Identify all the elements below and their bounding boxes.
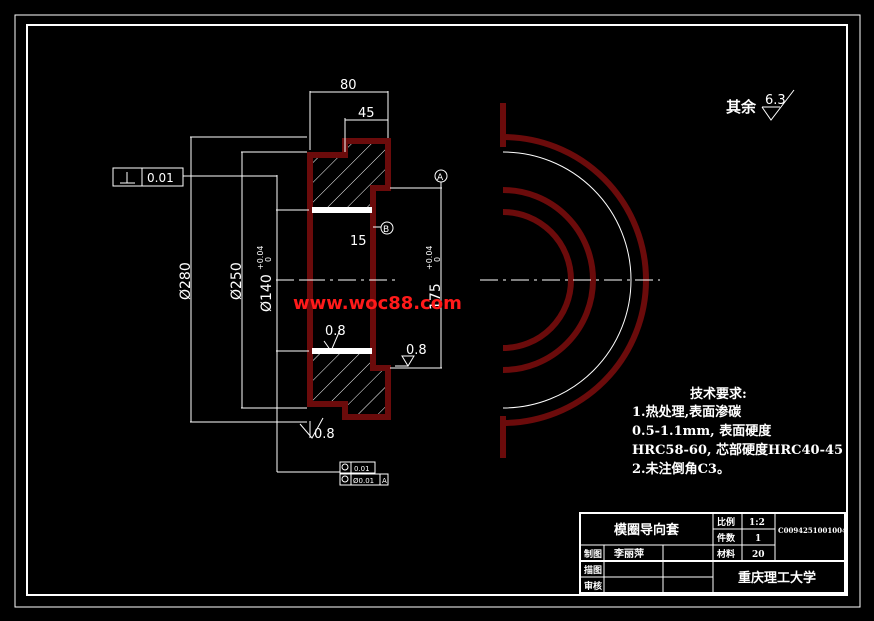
roughness-bore: 0.8	[325, 324, 346, 339]
datum-b: B	[383, 225, 389, 235]
half-view-inner-arc	[502, 151, 632, 409]
drawing-number: C0094251001004	[778, 526, 847, 535]
qty-value: 1	[755, 534, 761, 544]
dim-15: 15	[350, 234, 367, 249]
scale-value: 1:2	[749, 518, 765, 528]
bottom-frame-1-value: 0.01	[354, 465, 370, 473]
tech-line-2: 0.5-1.1mm, 表面硬度	[632, 423, 772, 439]
tech-line-4: 2.未注倒角C3。	[632, 461, 730, 477]
roughness-general-label: 其余	[726, 98, 757, 116]
dim-dia-140-tol: +0.04	[256, 245, 265, 270]
part-name: 模圈导向套	[614, 522, 680, 538]
check-label: 审核	[584, 580, 602, 592]
dim-80: 80	[340, 78, 357, 93]
bottom-frame-2	[339, 473, 389, 486]
dim-dia-280: Ø280	[178, 262, 194, 300]
inner-border	[26, 24, 848, 596]
tech-requirements: 技术要求: 1.热处理,表面渗碳 0.5-1.1mm, 表面硬度 HRC58-6…	[632, 386, 843, 477]
qty-label: 件数	[717, 532, 736, 544]
section-view: 80 45 Ø280 Ø250 Ø140 +0.04 0 175 +0.04 0…	[112, 78, 448, 486]
roughness-bottom: 0.8	[314, 427, 335, 442]
outer-border	[14, 14, 861, 608]
material-value: 20	[752, 550, 765, 560]
material-label: 材料	[716, 548, 735, 560]
dim-175-tol-low: 0	[433, 257, 442, 262]
tech-line-3: HRC58-60, 芯部硬度HRC40-45	[632, 442, 843, 458]
roughness-general-value: 6.3	[765, 93, 786, 108]
scale-label: 比例	[717, 516, 735, 528]
dim-175: 175	[428, 283, 444, 310]
dim-175-tol: +0.04	[425, 245, 434, 270]
section-hatch-bottom	[310, 351, 388, 417]
perpendicularity-value: 0.01	[147, 171, 174, 185]
drawn-label: 制图	[584, 548, 602, 560]
design-label: 描图	[584, 564, 602, 576]
title-block: 模圈导向套 比例 1:2 件数 1 材料 20 C0094251001004 制…	[579, 512, 847, 594]
dim-dia-250: Ø250	[229, 262, 245, 300]
perpendicularity-frame	[112, 167, 184, 187]
datum-a: A	[437, 173, 444, 183]
bore-line-bottom	[312, 348, 372, 354]
tech-title: 技术要求:	[690, 386, 747, 402]
dim-dia-140-tol-low: 0	[264, 257, 273, 262]
drawn-name: 李丽萍	[613, 547, 644, 560]
dim-45: 45	[358, 106, 375, 121]
tech-line-1: 1.热处理,表面渗碳	[632, 404, 742, 420]
watermark: www.woc88.com	[293, 293, 462, 314]
roughness-face: 0.8	[406, 343, 427, 358]
section-hatch-top	[310, 141, 388, 208]
dim-dia-140: Ø140	[259, 274, 275, 312]
roughness-general-symbol	[761, 89, 795, 121]
bore-line-top	[312, 207, 372, 213]
bottom-frame-1	[339, 461, 376, 474]
bottom-frame-2-datum: A	[382, 477, 387, 485]
school-name: 重庆理工大学	[738, 570, 816, 586]
bottom-frame-2-value: Ø0.01	[353, 477, 374, 485]
datum-b-circle	[380, 221, 394, 235]
